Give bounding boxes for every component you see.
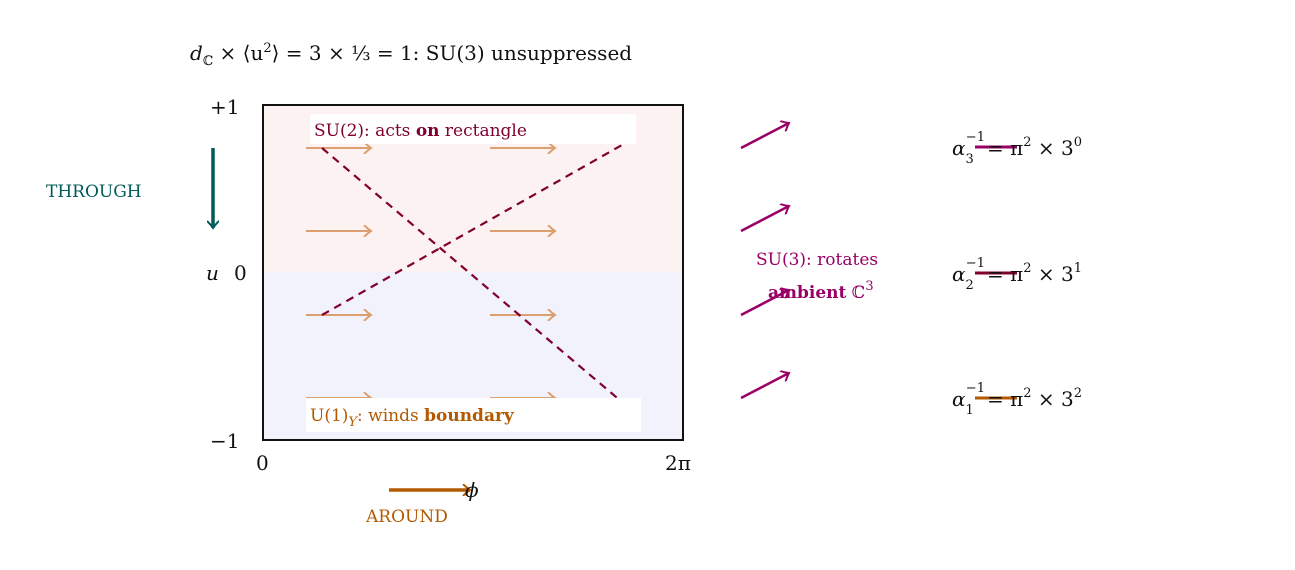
su2-label: SU(2): acts on rectangle [314,121,527,141]
su3-arrow-icon [740,206,789,233]
rectangle-frame [262,104,684,441]
through-label: THROUGH [46,182,142,202]
around-label: AROUND [365,507,448,527]
su3-arrow-icon [740,373,789,400]
y-axis-label: u [206,261,219,285]
su3-label-line2: ambient ℂ3 [768,279,874,303]
svg-text:α1−1= π2 × 32: α1−1= π2 × 32 [952,381,1082,418]
coupling-alpha2: α2−1= π2 × 31 [952,256,1082,293]
su2-dashed-line [321,144,623,316]
x-axis-label: ϕ [465,478,479,502]
svg-text:α2−1= π2 × 31: α2−1= π2 × 31 [952,256,1082,293]
y-tick-top: +1 [210,95,239,119]
su3-arrow-icon [740,123,789,150]
coupling-alpha1: α1−1= π2 × 32 [952,381,1082,418]
y-tick-bottom: −1 [210,429,239,453]
u1-label: U(1)Y: winds boundary [310,406,515,430]
u1-label-bg [306,398,641,432]
x-tick-right: 2π [665,451,691,475]
su3-arrow-icon [740,290,789,317]
su2-label-bg [310,114,636,144]
su3-label-line1: SU(3): rotates [756,250,878,270]
title-formula: dℂ × ⟨u2⟩ = 3 × ⅓ = 1: SU(3) unsuppresse… [190,41,632,69]
x-tick-left: 0 [256,451,269,475]
coupling-alpha3: α3−1= π2 × 30 [952,130,1082,167]
svg-text:α3−1= π2 × 30: α3−1= π2 × 30 [952,130,1082,167]
su3-arrows [740,123,789,400]
su2-dashed-line [321,147,623,403]
y-tick-mid: 0 [234,261,247,285]
